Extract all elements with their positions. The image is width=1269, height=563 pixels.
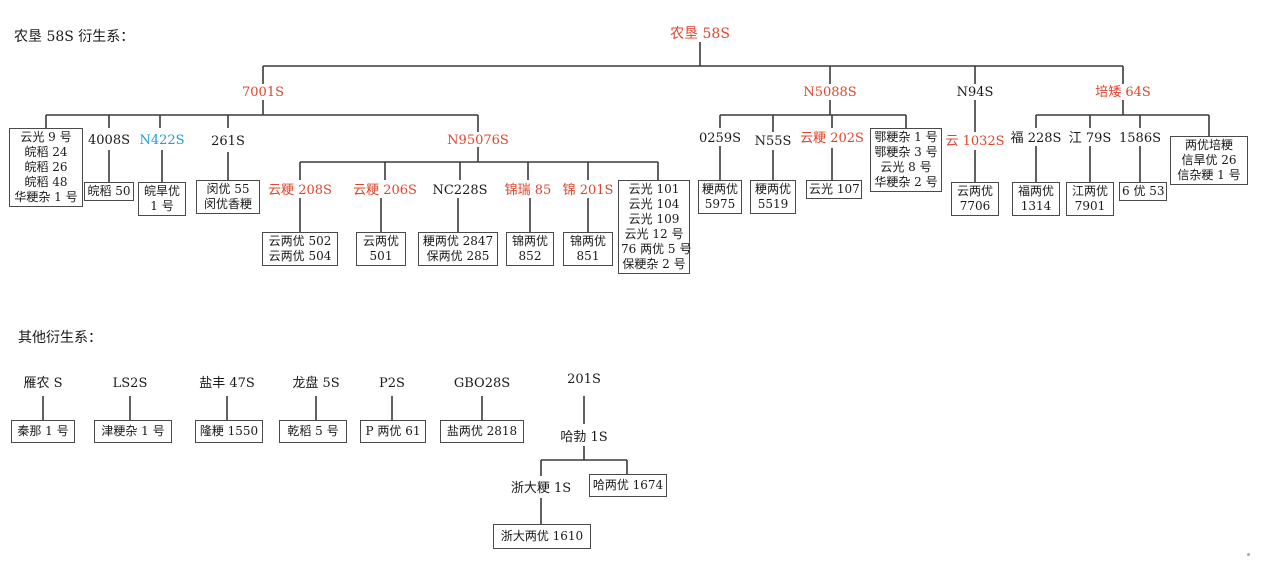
variety-box: 秦那 1 号	[11, 420, 75, 443]
branch-peiai64s: 培矮 64S	[1095, 85, 1151, 100]
variety-box: 云两优 7706	[951, 182, 999, 216]
other-parent: P2S	[379, 376, 405, 391]
node-nc228s: NC228S	[432, 183, 488, 198]
node-jiang79s: 江 79S	[1068, 131, 1112, 146]
variety-box: 皖稻 50	[84, 182, 134, 201]
variety-box: 6 优 53	[1119, 182, 1167, 201]
chain-sub: 浙大粳 1S	[510, 481, 572, 496]
variety-box: 云两优 502 云两优 504	[262, 232, 338, 266]
node-yun1032s: 云 1032S	[945, 134, 1005, 149]
variety-box: 津粳杂 1 号	[94, 420, 172, 443]
variety-box: 云光 9 号 皖稻 24 皖稻 26 皖稻 48 华粳杂 1 号	[9, 128, 83, 207]
variety-box: 两优培粳 信旱优 26 信杂粳 1 号	[1170, 136, 1248, 185]
node-yungeng202s: 云粳 202S	[800, 131, 864, 146]
variety-box: 锦两优 851	[563, 232, 613, 266]
root-node: 农垦 58S	[670, 26, 730, 42]
node-jin201s: 锦 201S	[562, 183, 614, 198]
variety-box: 皖旱优 1 号	[138, 182, 186, 216]
other-parent: 雁农 S	[23, 376, 63, 391]
corner-dot	[1247, 553, 1250, 556]
branch-n94s: N94S	[956, 85, 994, 100]
node-n55s: N55S	[754, 134, 792, 149]
other-parent: 盐丰 47S	[199, 376, 255, 391]
variety-box: 鄂粳杂 1 号 鄂粳杂 3 号 云光 8 号 华粳杂 2 号	[870, 128, 942, 192]
variety-box: 云光 107	[806, 180, 862, 199]
node-n95076s: N95076S	[447, 133, 509, 148]
node-fu228s: 福 228S	[1010, 131, 1062, 146]
node-261s: 261S	[211, 134, 245, 149]
variety-box: 江两优 7901	[1066, 182, 1114, 216]
variety-box: 粳两优 5519	[750, 180, 796, 214]
other-parent: GBO28S	[453, 376, 511, 391]
variety-box: 乾稻 5 号	[279, 420, 347, 443]
other-lineage-title: 其他衍生系：	[18, 330, 102, 346]
variety-box: 云光 101 云光 104 云光 109 云光 12 号 76 两优 5 号 保…	[618, 180, 691, 274]
variety-box: 粳两优 2847 保两优 285	[418, 232, 498, 266]
main-lineage-title: 农垦 58S 衍生系：	[14, 29, 135, 45]
node-yungeng208s: 云粳 208S	[268, 183, 332, 198]
other-parent: 龙盘 5S	[292, 376, 340, 391]
variety-box: P 两优 61	[360, 420, 426, 443]
variety-box: 盐两优 2818	[440, 420, 524, 443]
node-0259s: 0259S	[699, 131, 741, 146]
variety-box: 哈两优 1674	[589, 474, 667, 497]
node-n422s: N422S	[139, 133, 185, 148]
variety-box: 浙大两优 1610	[493, 524, 591, 549]
node-4008s: 4008S	[88, 133, 130, 148]
chain-root: 201S	[567, 372, 601, 387]
branch-n5088s: N5088S	[803, 85, 857, 100]
node-1586s: 1586S	[1119, 131, 1161, 146]
node-yungeng206s: 云粳 206S	[353, 183, 417, 198]
variety-box: 福两优 1314	[1012, 182, 1060, 216]
variety-box: 隆粳 1550	[195, 420, 263, 443]
variety-box: 云两优 501	[356, 232, 406, 266]
variety-box: 粳两优 5975	[698, 180, 742, 214]
node-jinrui85: 锦瑞 85	[504, 183, 552, 198]
variety-box: 锦两优 852	[506, 232, 554, 266]
branch-7001s: 7001S	[242, 85, 284, 100]
chain-mid: 哈勃 1S	[560, 430, 608, 445]
variety-box: 闵优 55 闵优香粳	[196, 180, 260, 214]
other-parent: LS2S	[112, 376, 148, 391]
